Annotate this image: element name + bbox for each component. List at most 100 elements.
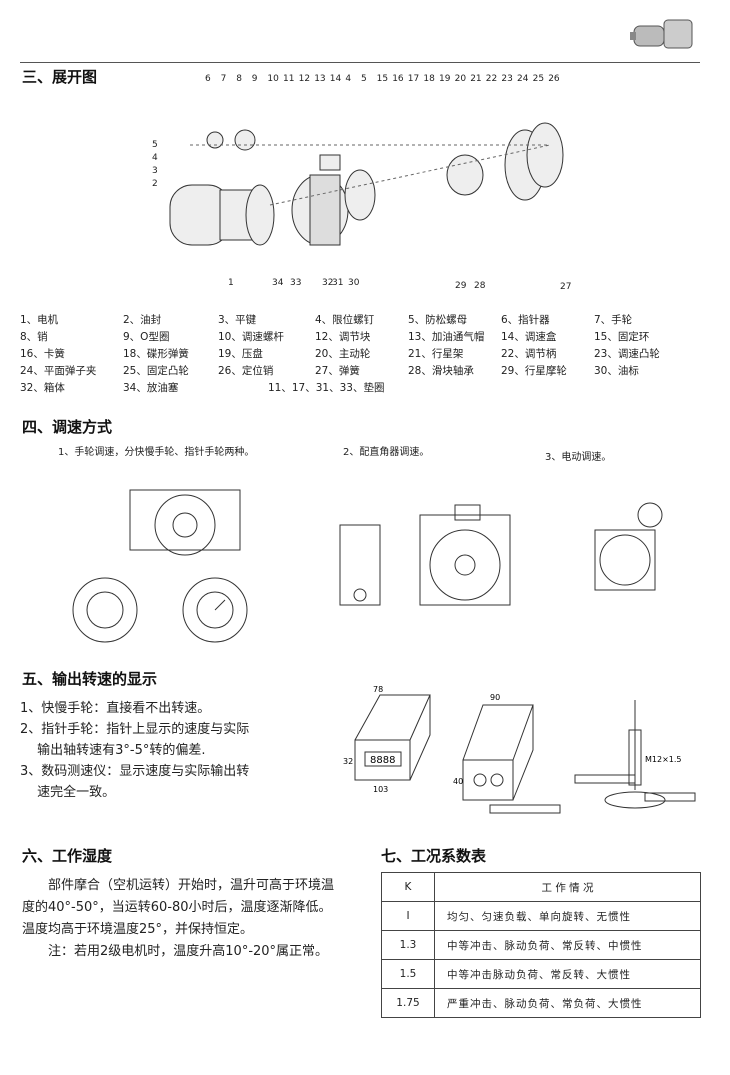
- dim-width-90: 90: [490, 693, 500, 702]
- condition: 中等冲击、脉动负荷、常反转、中惯性: [434, 930, 701, 960]
- part-item: 34、放油塞: [123, 382, 179, 394]
- header-rule: [20, 62, 700, 63]
- digital-display: 8888: [370, 755, 395, 766]
- condition: 均匀、匀速负载、单向旋转、无惯性: [434, 901, 701, 931]
- part-item: 28、滑块轴承: [408, 365, 474, 377]
- part-number: 1: [228, 278, 234, 288]
- part-item: 29、行星摩轮: [501, 365, 567, 377]
- part-item: 10、调速螺杆: [218, 331, 284, 343]
- part-item: 8、销: [20, 331, 48, 343]
- part-number: 4: [152, 153, 158, 163]
- part-number: 18: [423, 74, 435, 84]
- part-number: 2: [152, 179, 158, 189]
- part-number: 14: [329, 74, 342, 84]
- section-4-title: 四、调速方式: [22, 418, 113, 436]
- speed-method-1: 1、手轮调速，分快慢手轮、指针手轮两种。: [58, 447, 255, 458]
- parts-list: 1、电机 2、油封 3、平键 4、限位螺钉 5、防松螺母 6、指针器 7、手轮 8、销 9、O型…: [20, 312, 710, 397]
- part-item: 9、O型圈: [123, 331, 170, 343]
- parts-row: 32、箱体 34、放油塞 11、17、31、33、垫圈: [20, 380, 710, 397]
- part-number: 11: [283, 74, 295, 84]
- speed-display-line: 2、指针手轮：指针上显示的速度与实际: [20, 722, 250, 737]
- section-7-title: 七、工况系数表: [381, 847, 487, 865]
- part-number: 28: [474, 281, 486, 291]
- parts-row: 1、电机 2、油封 3、平键 4、限位螺钉 5、防松螺母 6、指针器 7、手轮: [20, 312, 710, 329]
- part-item: 30、油标: [594, 365, 639, 377]
- part-item: 1、电机: [20, 314, 59, 326]
- part-item: 7、手轮: [594, 314, 633, 326]
- part-number: 20: [454, 74, 467, 84]
- part-number: 7: [220, 74, 227, 84]
- speed-display-line: 3、数码测速仪：显示速度与实际输出转: [20, 764, 250, 779]
- part-item: 23、调速凸轮: [594, 348, 660, 360]
- part-item: 20、主动轮: [315, 348, 371, 360]
- header-k: K: [381, 872, 435, 902]
- part-number: 26: [548, 74, 560, 84]
- part-item: 24、平面弹子夹: [20, 365, 97, 377]
- part-number: 30: [348, 278, 360, 288]
- part-item: 22、调节柄: [501, 348, 557, 360]
- part-number: 9: [251, 74, 258, 84]
- part-number: 33: [290, 278, 302, 288]
- part-item: 19、压盘: [218, 348, 263, 360]
- part-item: 5、防松螺母: [408, 314, 468, 326]
- part-number: 31: [332, 278, 344, 288]
- k-value: 1.75: [381, 988, 435, 1018]
- tachometer-drawings: 78 90 32 40 103 8888 M12×1.5: [343, 685, 696, 814]
- part-item: 2、油封: [123, 314, 162, 326]
- speed-method-2: 2、配直角器调速。: [343, 447, 430, 458]
- part-number: 6: [205, 74, 211, 84]
- part-number: 3: [152, 166, 158, 176]
- k-value: 1.5: [381, 959, 435, 989]
- part-number: 29: [455, 281, 467, 291]
- part-item: 11、17、31、33、垫圈: [268, 382, 385, 394]
- part-number: 4: [345, 74, 352, 84]
- part-number: 5: [361, 74, 367, 84]
- part-number: 34: [272, 278, 284, 288]
- part-item: 4、限位螺钉: [315, 314, 375, 326]
- speed-display-line: 速完全一致。: [20, 785, 116, 800]
- part-item: 18、碟形弹簧: [123, 348, 189, 360]
- speed-method-3: 3、电动调速。: [545, 452, 612, 463]
- part-number: 17: [407, 74, 420, 84]
- speed-adjust-drawings: [72, 489, 663, 643]
- part-number: 15: [376, 74, 389, 84]
- part-number: 32: [322, 278, 334, 288]
- part-number: 16: [392, 74, 404, 84]
- k-value: 1.3: [381, 930, 435, 960]
- part-item: 3、平键: [218, 314, 257, 326]
- section-6-title: 六、工作湿度: [22, 847, 113, 865]
- part-number: 23: [501, 74, 513, 84]
- part-item: 32、箱体: [20, 382, 65, 394]
- speed-display-line: 输出轴转速有3°-5°转的偏差.: [20, 743, 206, 758]
- dim-width-78: 78: [373, 685, 383, 694]
- condition: 中等冲击脉动负荷、常反转、大惯性: [434, 959, 701, 989]
- temperature-note: 注：若用2级电机时，温度升高10°-20°属正常。: [48, 944, 329, 959]
- part-number: 25: [532, 74, 545, 84]
- part-number: 21: [470, 74, 482, 84]
- header-condition: 工 作 情 况: [434, 872, 701, 902]
- section-5-title: 五、输出转速的显示: [22, 670, 158, 688]
- condition: 严重冲击、脉动负荷、常负荷、大惯性: [434, 988, 701, 1018]
- part-item: 27、弹簧: [315, 365, 360, 377]
- thread-label: M12×1.5: [645, 755, 682, 764]
- part-item: 21、行星架: [408, 348, 464, 360]
- part-item: 14、调速盒: [501, 331, 557, 343]
- part-number: 13: [314, 74, 326, 84]
- part-number: 8: [236, 74, 242, 84]
- k-value: I: [381, 901, 435, 931]
- part-item: 26、定位销: [218, 365, 274, 377]
- temperature-text: 部件摩合（空机运转）开始时，温升可高于环境温度的40°-50°，当运转60-80…: [22, 875, 342, 963]
- part-number: 19: [439, 74, 451, 84]
- section-3-title: 三、展开图: [22, 68, 98, 86]
- part-number: 5: [152, 140, 158, 150]
- dim-height-32: 32: [343, 757, 353, 766]
- part-number: 12: [298, 74, 311, 84]
- part-item: 6、指针器: [501, 314, 550, 326]
